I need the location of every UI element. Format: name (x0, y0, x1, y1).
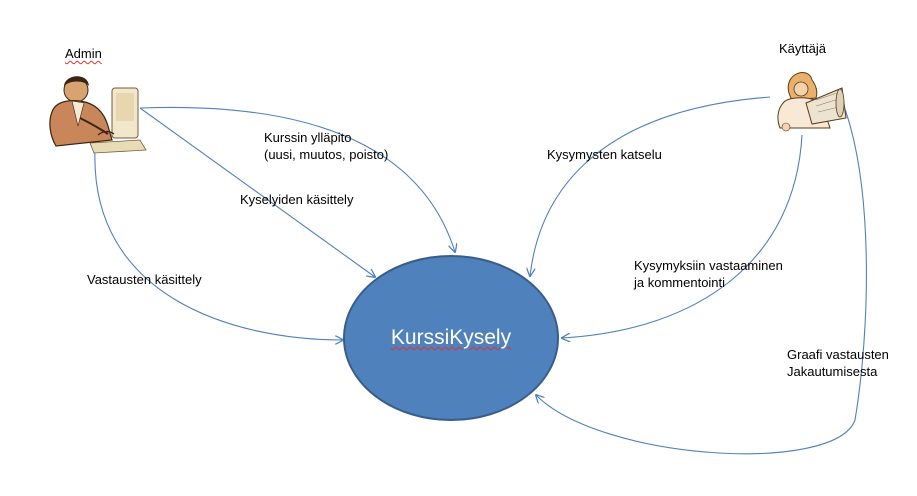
answering-line2: ja kommentointi (634, 275, 726, 290)
answering-label: Kysymyksiin vastaaminen ja kommentointi (634, 257, 783, 291)
user-with-blueprints-icon (777, 72, 847, 132)
course-maintenance-line1: Kurssin ylläpito (264, 130, 352, 145)
system-ellipse (343, 255, 559, 421)
graph-line2: Jakautumisesta (787, 364, 878, 379)
arrow-admin-course-maintenance (139, 106, 455, 252)
graph-line1: Graafi vastausten (787, 347, 889, 362)
admin-at-computer-icon (49, 76, 147, 154)
arrow-system-graph (536, 95, 867, 455)
user-label: Käyttäjä (779, 41, 826, 56)
admin-label: Admin (65, 46, 102, 61)
arrow-user-question-viewing (530, 96, 771, 276)
arrow-admin-survey-handling (139, 107, 375, 277)
survey-handling-label: Kyselyiden käsittely (240, 192, 354, 207)
system-label: KurssiKysely (390, 326, 512, 349)
answer-handling-label: Vastausten käsittely (87, 272, 202, 287)
course-maintenance-line2: (uusi, muutos, poisto) (264, 147, 389, 162)
arrow-admin-answer-handling (94, 149, 343, 340)
arrow-user-answering (562, 134, 803, 338)
graph-label: Graafi vastausten Jakautumisesta (787, 346, 889, 380)
system-node: KurssiKysely (343, 255, 559, 421)
course-maintenance-label: Kurssin ylläpito (uusi, muutos, poisto) (264, 129, 388, 163)
question-viewing-label: Kysymysten katselu (547, 147, 662, 162)
answering-line1: Kysymyksiin vastaaminen (634, 258, 783, 273)
